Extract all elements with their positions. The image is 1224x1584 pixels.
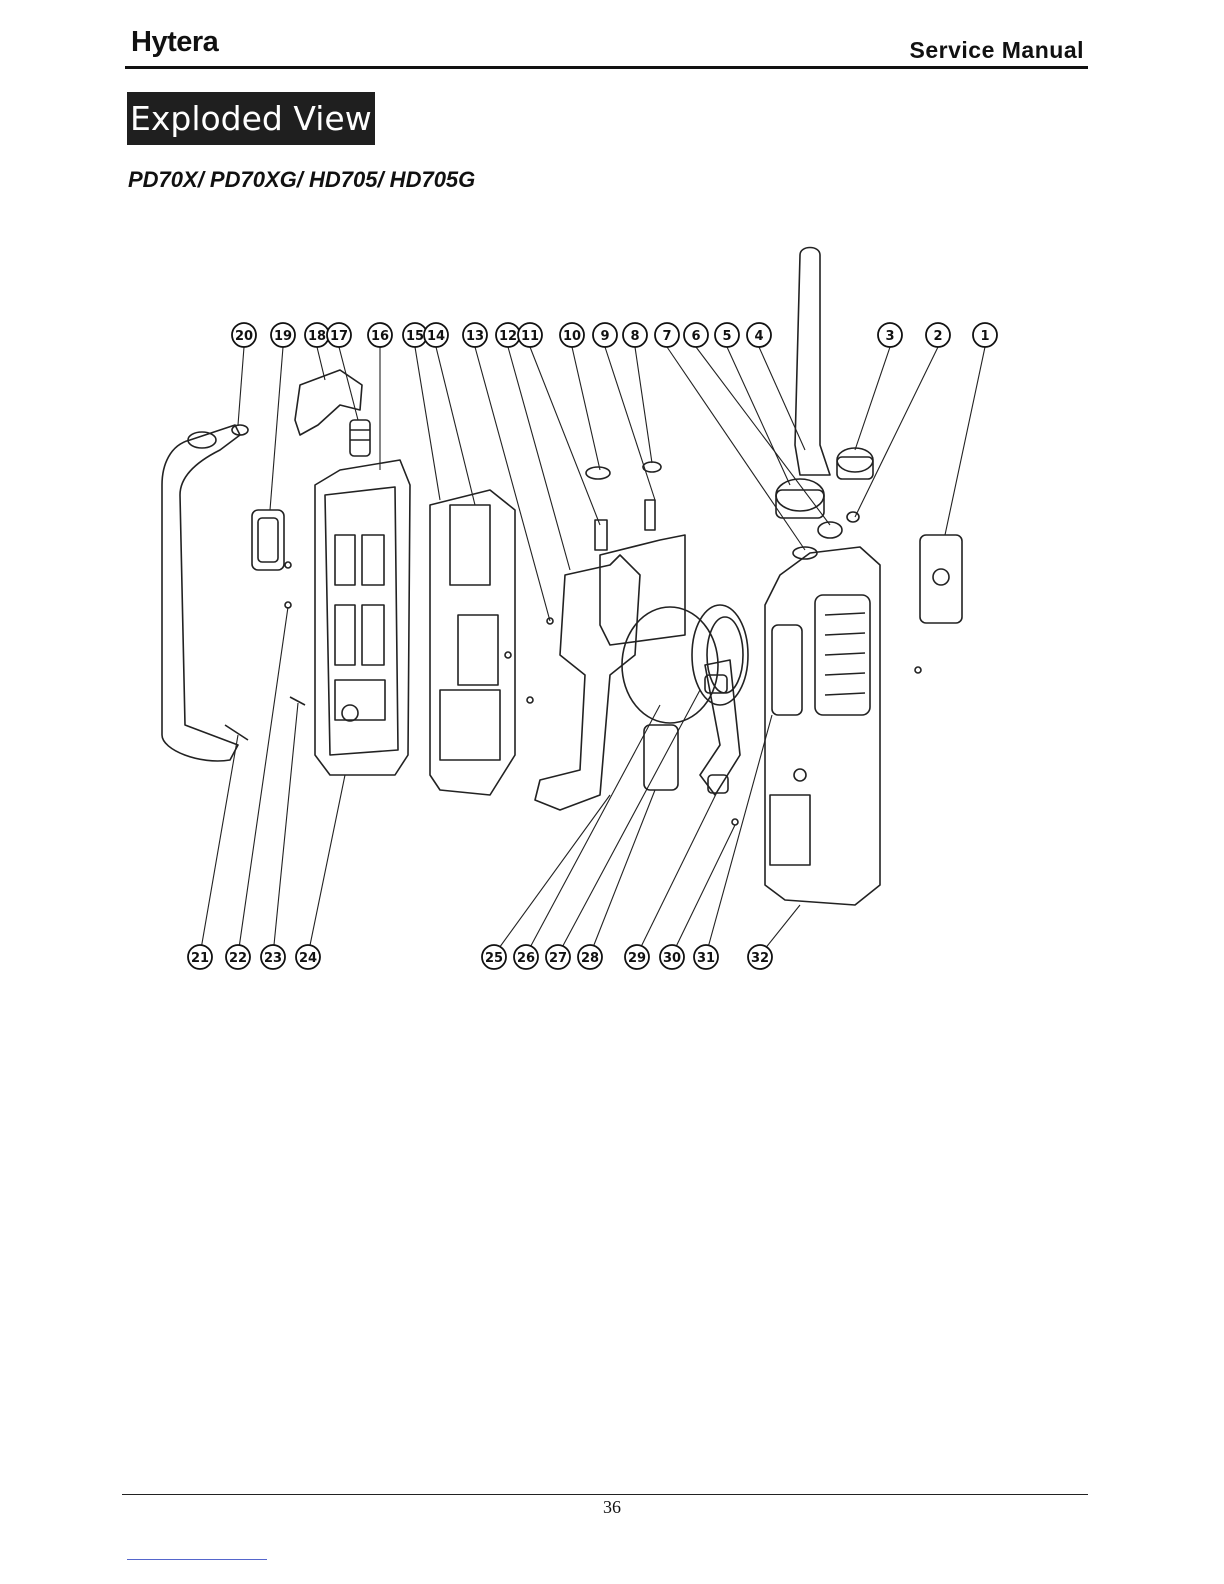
callout-label: 13 [466,329,484,344]
header-divider [125,66,1088,69]
callout-label: 5 [722,329,731,344]
callout-label: 28 [581,951,599,966]
part-speaker-gasket [622,607,718,723]
callout-label: 8 [630,329,639,344]
callout-label: 6 [691,329,700,344]
callout-label: 7 [662,329,671,344]
callout-label: 32 [751,951,769,966]
part-antenna [795,248,830,476]
part-antenna-board [600,535,685,645]
callout-label: 27 [549,951,567,966]
callout-label: 30 [663,951,681,966]
part-volume-knob [776,479,824,511]
callout-label: 20 [235,329,253,344]
callout-label: 19 [274,329,292,344]
part-jack-cover [920,535,962,623]
callout-label: 15 [406,329,424,344]
callout-label: 1 [980,329,989,344]
callout-label: 22 [229,951,247,966]
part-keypad [644,725,678,790]
part-speaker [692,605,748,705]
callout-label: 14 [427,329,445,344]
callout-label: 26 [517,951,535,966]
callout-label: 3 [885,329,894,344]
callout-label: 16 [371,329,389,344]
callout-label: 17 [330,329,348,344]
callout-label: 9 [600,329,609,344]
callout-label: 2 [933,329,942,344]
callout-label: 21 [191,951,209,966]
callout-label: 31 [697,951,715,966]
callout-label: 12 [499,329,517,344]
exploded-view-diagram: 20 19 18 17 16 15 14 13 12 11 10 9 8 7 6… [140,235,1040,995]
page-number: 36 [0,1497,1224,1518]
callout-label: 24 [299,951,317,966]
document-type: Service Manual [910,37,1084,64]
callout-label: 18 [308,329,326,344]
footnote-rule [127,1559,267,1560]
callout-label: 23 [264,951,282,966]
callout-label: 11 [521,329,539,344]
part-top-clip [295,370,362,435]
part-gasket [252,510,284,570]
part-connector-nut [350,420,370,456]
part-main-pcb [430,490,515,795]
part-seal-frame [162,425,240,761]
part-channel-knob [837,448,873,472]
callout-label: 25 [485,951,503,966]
callout-label: 29 [628,951,646,966]
callout-label: 4 [754,329,763,344]
callout-label: 10 [563,329,581,344]
section-title: Exploded View [127,92,375,145]
part-front-housing [765,547,880,905]
model-list: PD70X/ PD70XG/ HD705/ HD705G [128,167,475,193]
footer-divider [122,1494,1088,1495]
brand-logo: Hytera [131,26,218,59]
